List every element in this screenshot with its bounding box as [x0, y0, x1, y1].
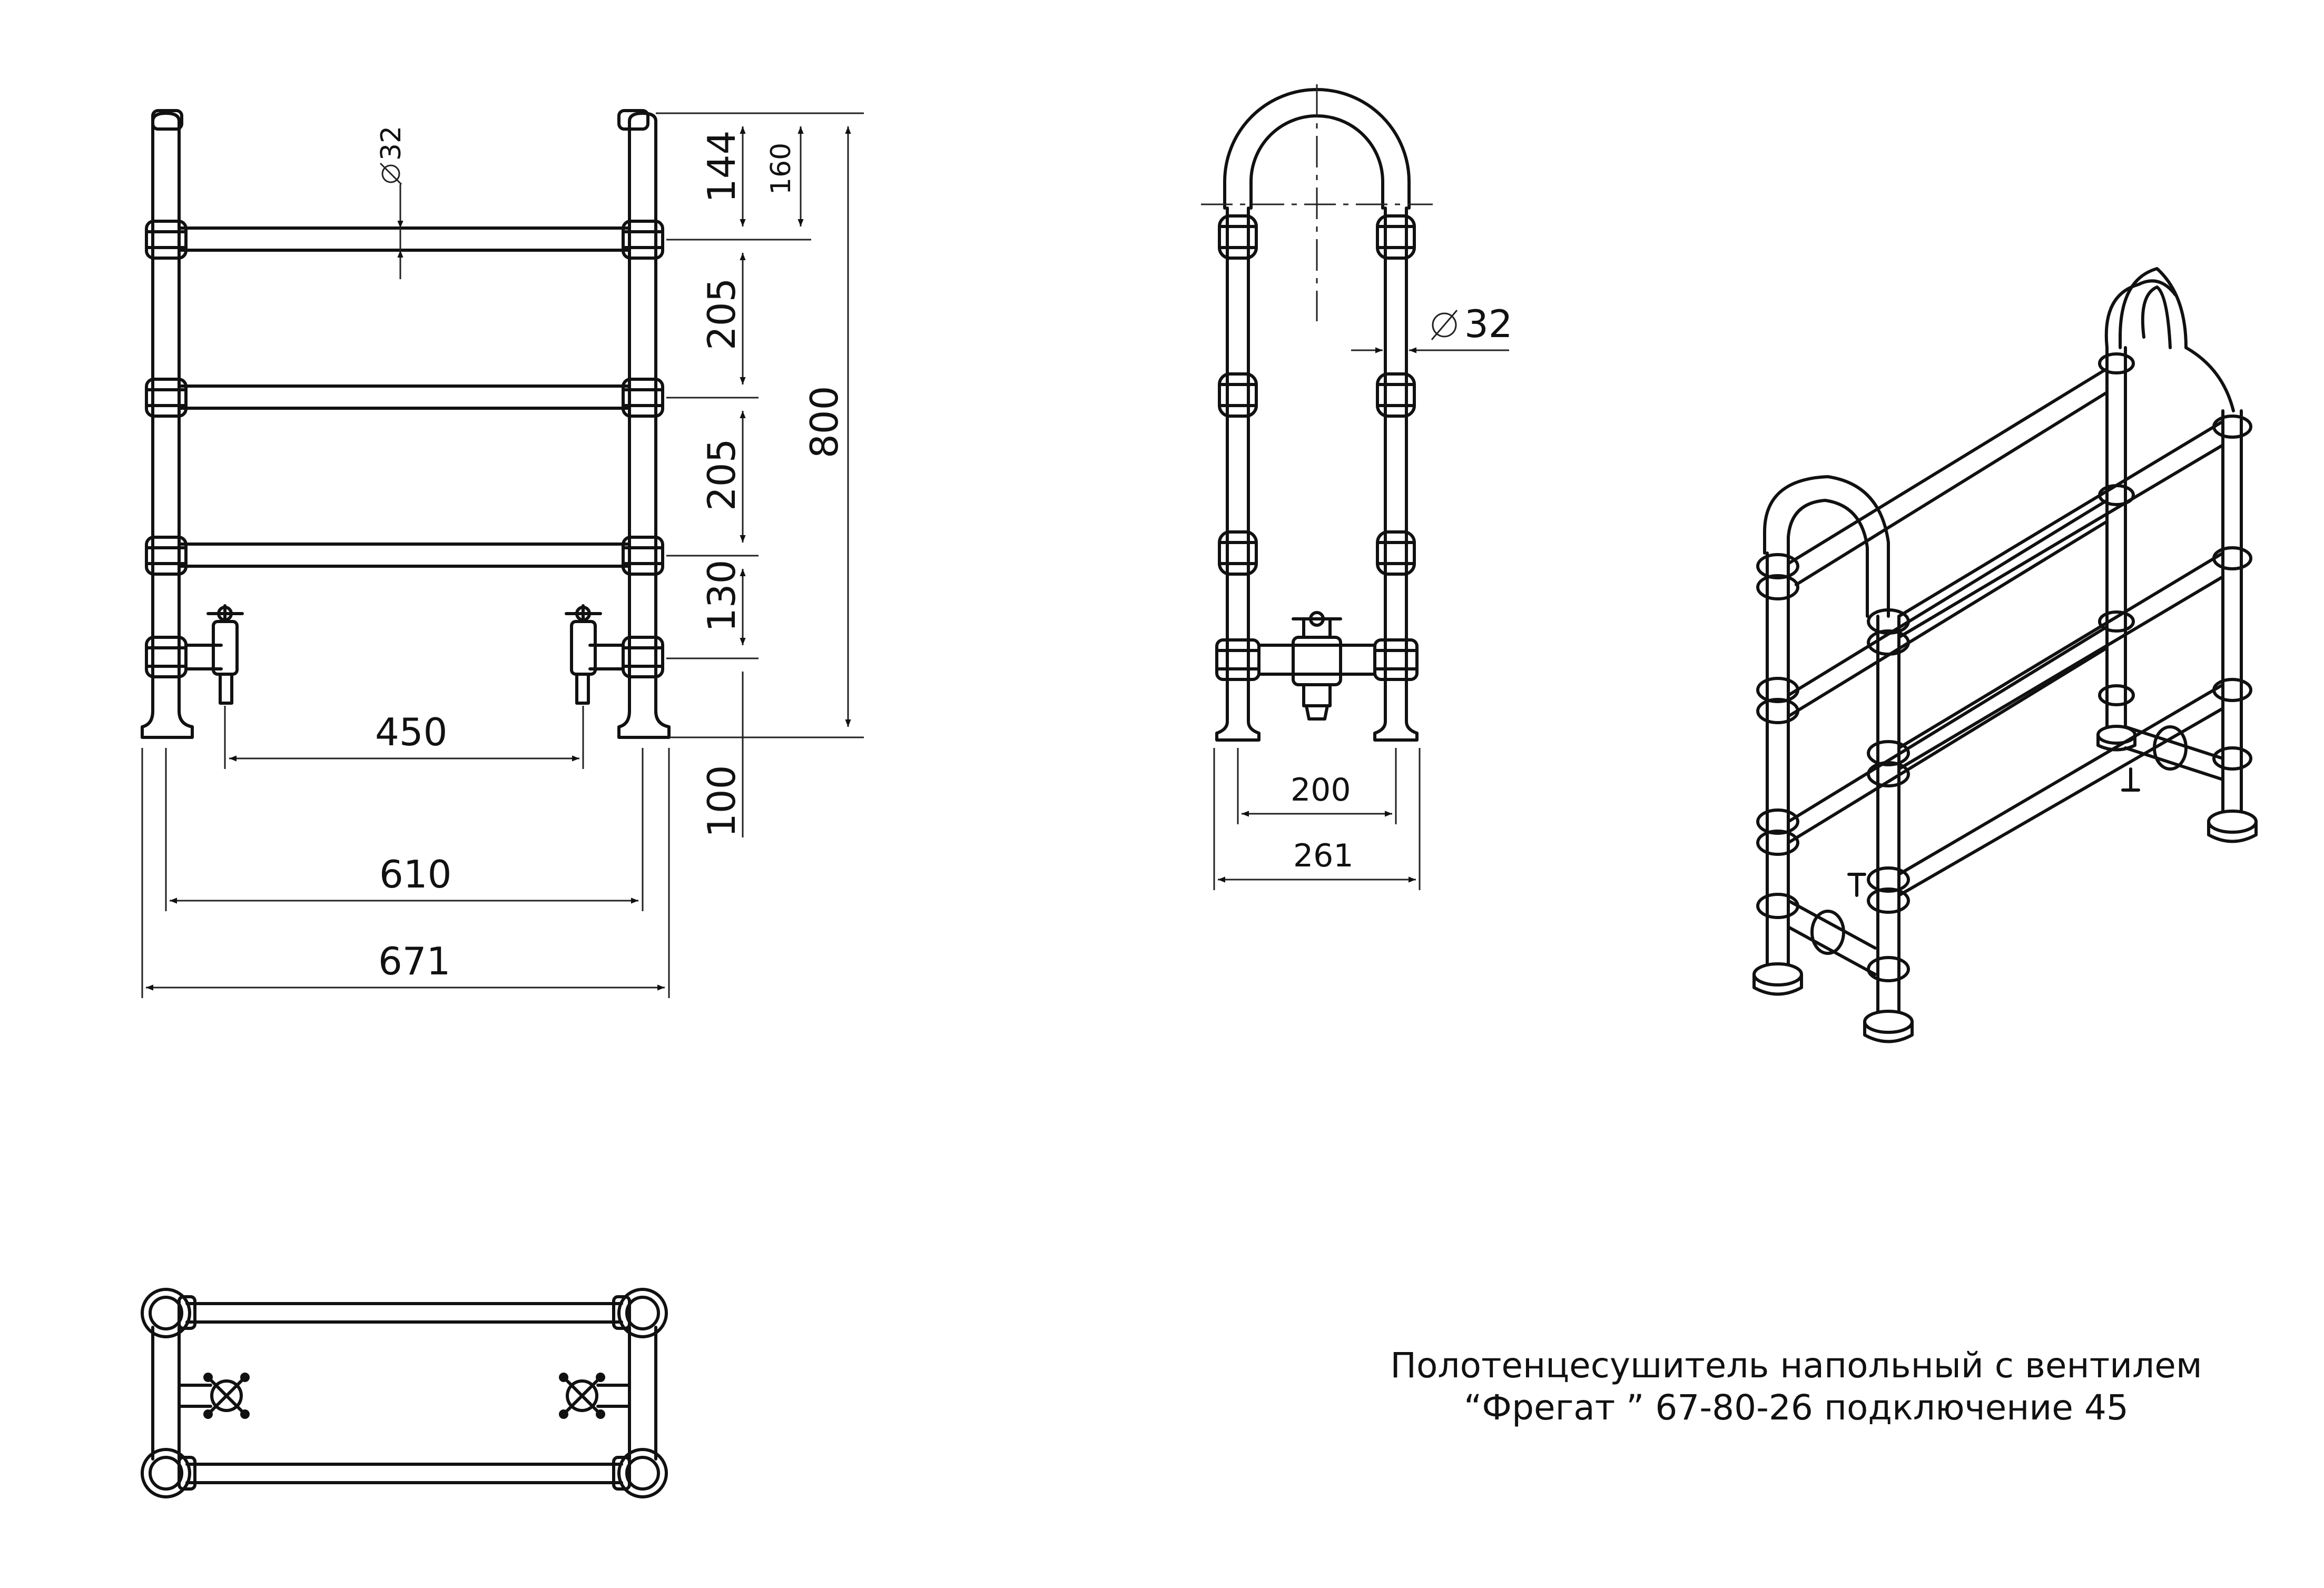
title-line-1: Полотенцесушитель напольный с вентилем: [1390, 1345, 2202, 1386]
side-diameter-label: 32: [1464, 302, 1513, 346]
dim-spacing-1: 205: [700, 278, 744, 350]
plan-end-right: [628, 1326, 657, 1461]
iso-front-post-right: [1876, 615, 1900, 1013]
isometric-view: [1752, 267, 2258, 1043]
dim-overall-depth: 261: [1293, 837, 1354, 874]
dim-overall-height: 800: [802, 386, 846, 458]
front-right-couplings: [622, 220, 664, 678]
side-right-foot: [1373, 707, 1419, 742]
dim-foot: 100: [700, 765, 744, 837]
side-valve: [1257, 611, 1376, 721]
front-rail-1: [178, 226, 631, 252]
front-view: 32 144 160 205 205 130 800 100: [141, 109, 864, 998]
iso-front-arch: [1763, 475, 1890, 618]
front-right-foot: [617, 678, 671, 739]
dim-bottom-rail: 130: [700, 560, 744, 632]
plan-rail-front: [185, 1463, 623, 1484]
dim-valve-spacing: 450: [375, 710, 447, 754]
iso-back-post-left: [2105, 346, 2127, 728]
title-block: Полотенцесушитель напольный с вентилем “…: [1390, 1345, 2202, 1428]
side-depth-dimensions: 200 261: [1213, 748, 1421, 890]
plan-end-left: [151, 1326, 181, 1461]
front-right-valve: [565, 604, 625, 705]
side-diameter-callout: 32: [1351, 302, 1513, 353]
iso-valve-connectors: [1787, 725, 2224, 976]
dim-inner-depth: 200: [1291, 772, 1351, 808]
dim-overall-width: 671: [378, 939, 450, 983]
dim-leg-spacing: 610: [379, 852, 451, 896]
iso-back-post-right: [2221, 409, 2243, 813]
iso-rails: [1787, 367, 2224, 897]
side-left-foot: [1215, 707, 1261, 742]
front-right-post: [617, 109, 657, 681]
front-rail-2: [178, 384, 631, 410]
front-diameter-label: 32: [376, 126, 407, 161]
dim-top-cap: 160: [765, 143, 797, 195]
side-right-post: [1384, 206, 1408, 710]
plan-view: [141, 1288, 668, 1498]
plan-rail-back: [185, 1302, 623, 1324]
front-vertical-dimensions: 144 160 205 205 130 800 100: [656, 112, 864, 837]
front-left-post: [151, 109, 183, 681]
plan-valve-right: [559, 1373, 631, 1419]
front-horizontal-dimensions: 450 610 671: [141, 706, 670, 998]
iso-front-post-left: [1766, 551, 1790, 965]
side-couplings: [1215, 214, 1419, 681]
title-line-2: “Фрегат ” 67-80-26 подключение 45: [1464, 1387, 2129, 1428]
iso-back-arch: [2119, 267, 2188, 349]
front-left-valve: [184, 604, 244, 705]
dim-top-rail: 144: [700, 131, 744, 203]
iso-feet: [1752, 725, 2258, 1043]
plan-corners: [141, 1288, 668, 1498]
side-left-post: [1226, 206, 1250, 710]
dim-spacing-2: 205: [700, 439, 744, 511]
front-left-couplings: [145, 220, 188, 678]
front-diameter-callout: 32: [376, 126, 407, 279]
plan-valve-left: [178, 1373, 250, 1419]
side-view: 32 200 261: [1201, 84, 1513, 890]
front-rail-3: [178, 543, 631, 568]
front-left-foot: [141, 678, 194, 739]
